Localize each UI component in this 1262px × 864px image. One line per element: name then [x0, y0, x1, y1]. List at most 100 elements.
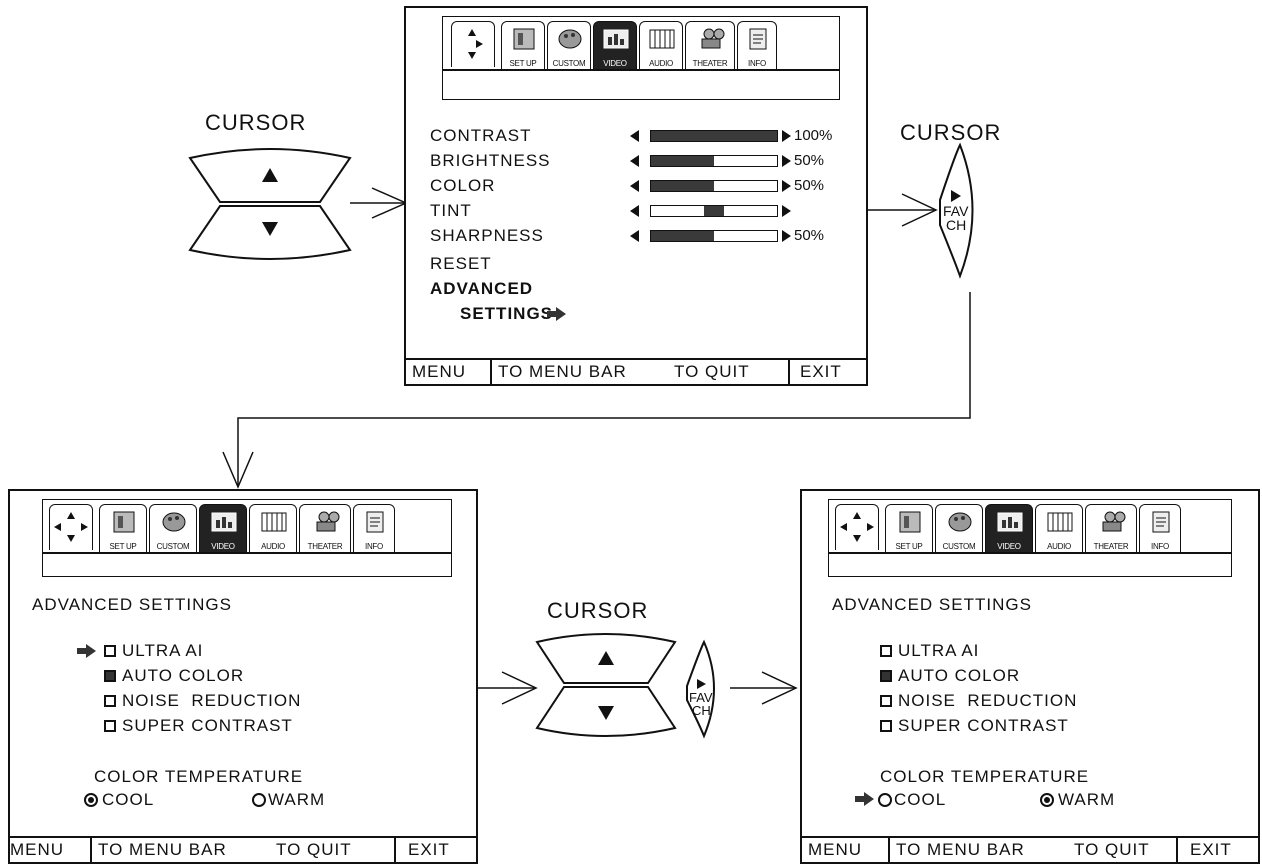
decrease-arrow-icon[interactable] — [630, 205, 639, 217]
up-arrow-icon — [262, 168, 278, 182]
tab-custom[interactable]: CUSTOM — [547, 21, 591, 69]
tab-video-right[interactable]: VIDEO — [985, 504, 1033, 552]
menu-item-settings[interactable]: SETTINGS — [460, 304, 554, 323]
palette-icon-right — [948, 512, 972, 532]
navigation-arrows-icon-left — [54, 512, 88, 542]
tab-audio-right[interactable]: AUDIO — [1035, 504, 1083, 552]
checkbox-ultra-ai-right[interactable] — [880, 645, 892, 657]
up-arrow-icon-2 — [598, 651, 614, 665]
pointer-arrow-icon-left — [77, 644, 96, 658]
tab-label-video-right: VIDEO — [997, 542, 1021, 551]
radio-warm-left[interactable] — [252, 793, 266, 807]
tab-setup-left[interactable]: SET UP — [99, 504, 147, 552]
option-label-super-contrast-right: SUPER CONTRAST — [898, 716, 1069, 735]
cursor-pad-middle — [535, 633, 677, 737]
video-setting-slider[interactable] — [650, 155, 778, 167]
option-label-auto-color-right: AUTO COLOR — [898, 666, 1021, 685]
footer-menu[interactable]: MENU — [412, 362, 467, 381]
decrease-arrow-icon[interactable] — [630, 155, 639, 167]
video-menu-screen: SET UP CUSTOM VIDEO AUDIO THEATER INFO C… — [404, 6, 868, 386]
tab-label-custom: CUSTOM — [552, 59, 586, 68]
radio-cool-right[interactable] — [878, 793, 892, 807]
video-setting-value: 50% — [794, 177, 825, 194]
footer-menu-right[interactable]: MENU — [808, 840, 863, 859]
ch-label: CH — [946, 217, 967, 233]
video-icon-left — [211, 512, 237, 532]
tab-audio-left[interactable]: AUDIO — [249, 504, 297, 552]
video-setting-slider[interactable] — [650, 230, 778, 242]
tab-audio[interactable]: AUDIO — [639, 21, 683, 69]
setup-icon-right — [899, 511, 921, 533]
tab-theater-right[interactable]: THEATER — [1085, 504, 1137, 552]
document-icon — [749, 28, 767, 50]
navigation-arrows-icon-right — [840, 512, 874, 542]
navigation-tab-left[interactable] — [49, 504, 93, 550]
tab-video-left[interactable]: VIDEO — [199, 504, 247, 552]
fav-ch-key-top — [939, 142, 974, 279]
increase-arrow-icon[interactable] — [782, 130, 791, 142]
checkbox-super-contrast[interactable] — [104, 720, 116, 732]
menu-tab-bar: SET UP CUSTOM VIDEO AUDIO THEATER INFO — [442, 16, 840, 100]
increase-arrow-icon[interactable] — [782, 230, 791, 242]
footer-exit-left[interactable]: EXIT — [408, 840, 450, 859]
radio-warm-right[interactable] — [1040, 793, 1054, 807]
menu-tab-bar-right: SET UP CUSTOM VIDEO AUDIO THEATER INFO — [828, 499, 1232, 577]
video-setting-slider[interactable] — [650, 180, 778, 192]
tab-label-setup: SET UP — [509, 59, 537, 68]
cursor-label-left: CURSOR — [205, 110, 307, 135]
piano-icon-left — [261, 512, 287, 532]
piano-icon-right — [1047, 512, 1073, 532]
video-icon — [603, 29, 629, 49]
video-setting-value: 50% — [794, 227, 825, 244]
tab-label-custom-left: CUSTOM — [156, 542, 190, 551]
checkbox-super-contrast-right[interactable] — [880, 720, 892, 732]
video-setting-slider[interactable] — [650, 130, 778, 142]
checkbox-auto-color-right[interactable] — [880, 670, 892, 682]
menu-item-reset[interactable]: RESET — [430, 254, 492, 273]
checkbox-ultra-ai[interactable] — [104, 645, 116, 657]
advanced-settings-screen-right: SET UP CUSTOM VIDEO AUDIO THEATER INFO A… — [800, 489, 1260, 864]
footer-menu-left[interactable]: MENU — [10, 840, 65, 859]
advanced-title-left: ADVANCED SETTINGS — [32, 595, 232, 614]
navigation-tab[interactable] — [451, 21, 495, 67]
footer-exit[interactable]: EXIT — [800, 362, 842, 381]
tab-setup-right[interactable]: SET UP — [885, 504, 933, 552]
tab-label-setup-left: SET UP — [109, 542, 137, 551]
footer-to-menu-bar-left: TO MENU BAR — [98, 840, 227, 859]
tab-video[interactable]: VIDEO — [593, 21, 637, 69]
checkbox-noise-reduction-right[interactable] — [880, 695, 892, 707]
radio-cool-left[interactable] — [84, 793, 98, 807]
menu-item-advanced[interactable]: ADVANCED — [430, 279, 534, 298]
tab-info[interactable]: INFO — [737, 21, 777, 69]
tab-info-right[interactable]: INFO — [1139, 504, 1181, 552]
checkbox-noise-reduction[interactable] — [104, 695, 116, 707]
decrease-arrow-icon[interactable] — [630, 180, 639, 192]
right-arrow-icon — [951, 190, 961, 202]
footer-to-menu-bar: TO MENU BAR — [498, 362, 627, 381]
decrease-arrow-icon[interactable] — [630, 130, 639, 142]
footer-bar-left: MENU TO MENU BAR TO QUIT EXIT — [8, 836, 478, 862]
footer-to-menu-bar-right: TO MENU BAR — [896, 840, 1025, 859]
navigation-tab-right[interactable] — [835, 504, 879, 550]
increase-arrow-icon[interactable] — [782, 155, 791, 167]
option-label-noise-reduction-right: NOISE REDUCTION — [898, 691, 1078, 710]
footer-bar: MENU TO MENU BAR TO QUIT EXIT — [406, 358, 866, 384]
palette-icon — [558, 29, 582, 49]
film-camera-icon-right — [1102, 511, 1126, 532]
tab-theater[interactable]: THEATER — [685, 21, 735, 69]
tab-custom-right[interactable]: CUSTOM — [935, 504, 983, 552]
footer-exit-right[interactable]: EXIT — [1190, 840, 1232, 859]
increase-arrow-icon[interactable] — [782, 205, 791, 217]
video-setting-value: 50% — [794, 152, 825, 169]
tab-info-left[interactable]: INFO — [353, 504, 395, 552]
video-setting-label: COLOR — [430, 176, 496, 195]
video-setting-slider[interactable] — [650, 205, 778, 217]
tab-theater-left[interactable]: THEATER — [299, 504, 351, 552]
decrease-arrow-icon[interactable] — [630, 230, 639, 242]
pointer-arrow-icon — [547, 307, 566, 321]
tab-custom-left[interactable]: CUSTOM — [149, 504, 197, 552]
increase-arrow-icon[interactable] — [782, 180, 791, 192]
checkbox-auto-color[interactable] — [104, 670, 116, 682]
tab-setup[interactable]: SET UP — [501, 21, 545, 69]
slider-fill — [651, 181, 714, 191]
